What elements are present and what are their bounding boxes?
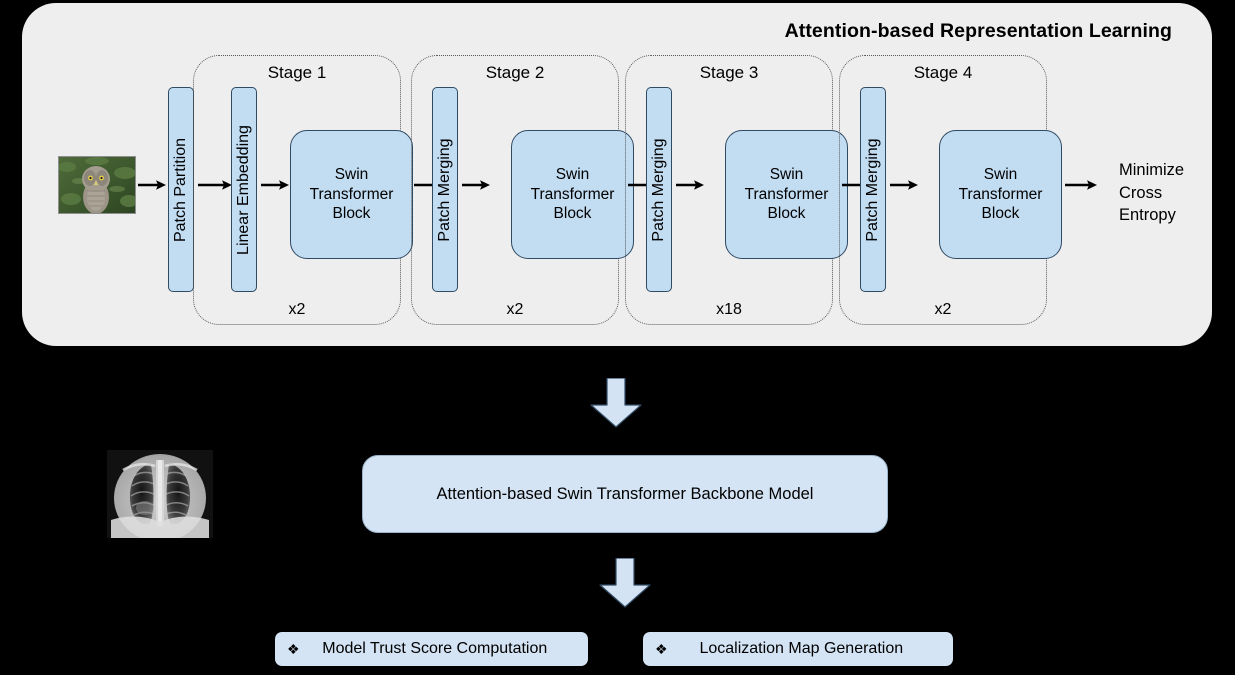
task-label-model-trust-score: Model Trust Score Computation <box>322 640 548 657</box>
diamond-bullet-icon: ❖ <box>287 641 300 657</box>
backbone-model-label: Attention-based Swin Transformer Backbon… <box>436 484 814 503</box>
patch-merging-label-2: Patch Merging <box>436 137 453 242</box>
chest-xray-image <box>107 450 213 538</box>
swin-transformer-block-4: Swin Transformer Block <box>939 130 1062 259</box>
swin-block-2-line-3: Block <box>553 205 592 223</box>
representation-learning-panel: Attention-based Representation Learning <box>22 3 1212 346</box>
down-arrow-to-backbone <box>588 378 644 428</box>
swin-transformer-block-2: Swin Transformer Block <box>511 130 634 259</box>
patch-merging-bar-4: Patch Merging <box>860 87 886 292</box>
patch-merging-bar-3: Patch Merging <box>646 87 672 292</box>
loss-objective-text: Minimize Cross Entropy <box>1119 159 1184 227</box>
swin-transformer-block-3: Swin Transformer Block <box>725 130 848 259</box>
task-box-localization-map[interactable]: ❖ Localization Map Generation <box>643 632 953 666</box>
task-label-localization-map: Localization Map Generation <box>699 640 904 657</box>
swin-block-2-line-2: Transformer <box>530 185 615 203</box>
down-arrow-to-tasks <box>597 558 653 608</box>
arrow-patch-partition-to-stage1 <box>198 178 232 192</box>
backbone-model-box: Attention-based Swin Transformer Backbon… <box>362 455 888 533</box>
swin-block-2-line-1: Swin <box>555 165 590 183</box>
patch-merging-label-3: Patch Merging <box>650 137 667 242</box>
stage-2-label: Stage 2 <box>485 63 545 82</box>
swin-block-3-line-2: Transformer <box>744 185 829 203</box>
stage-1-label: Stage 1 <box>267 63 327 82</box>
patch-partition-label: Patch Partition <box>172 137 189 242</box>
swin-block-3-line-3: Block <box>767 205 806 223</box>
patch-merging-label-4: Patch Merging <box>864 137 881 242</box>
stage-1-multiplier: x2 <box>288 301 306 318</box>
task-box-model-trust-score[interactable]: ❖ Model Trust Score Computation <box>275 632 588 666</box>
swin-block-1-line-1: Swin <box>334 165 369 183</box>
linear-embedding-label: Linear Embedding <box>235 124 252 255</box>
swin-block-4-line-1: Swin <box>983 165 1018 183</box>
swin-block-4-line-3: Block <box>981 205 1020 223</box>
page-title: Attention-based Representation Learning <box>784 20 1172 42</box>
swin-block-1-line-2: Transformer <box>309 185 394 203</box>
patch-merging-bar-2: Patch Merging <box>432 87 458 292</box>
arrow-patch-merging2-to-block2 <box>462 178 490 192</box>
linear-embedding-bar: Linear Embedding <box>231 87 257 292</box>
input-owl-image <box>58 156 136 214</box>
arrow-patch-merging3-to-block3 <box>676 178 704 192</box>
swin-block-1-line-3: Block <box>332 205 371 223</box>
diamond-bullet-icon-2: ❖ <box>655 641 668 657</box>
swin-block-3-line-1: Swin <box>769 165 804 183</box>
patch-partition-bar: Patch Partition <box>168 87 194 292</box>
loss-line-1: Minimize <box>1119 161 1185 179</box>
stage-4-label: Stage 4 <box>913 63 973 82</box>
loss-line-2: Cross <box>1119 183 1163 202</box>
swin-block-4-line-2: Transformer <box>958 185 1043 203</box>
loss-line-3: Entropy <box>1119 206 1176 225</box>
stage-3-label: Stage 3 <box>699 63 759 82</box>
stage-2-multiplier: x2 <box>506 301 524 318</box>
arrow-linear-embedding-to-block1 <box>261 178 289 192</box>
arrow-image-to-patch-partition <box>138 178 166 192</box>
arrow-patch-merging4-to-block4 <box>890 178 918 192</box>
stage-3-multiplier: x18 <box>716 301 742 318</box>
swin-transformer-block-1: Swin Transformer Block <box>290 130 413 259</box>
stage-4-multiplier: x2 <box>934 301 952 318</box>
arrow-stage4-to-loss <box>1065 178 1097 192</box>
